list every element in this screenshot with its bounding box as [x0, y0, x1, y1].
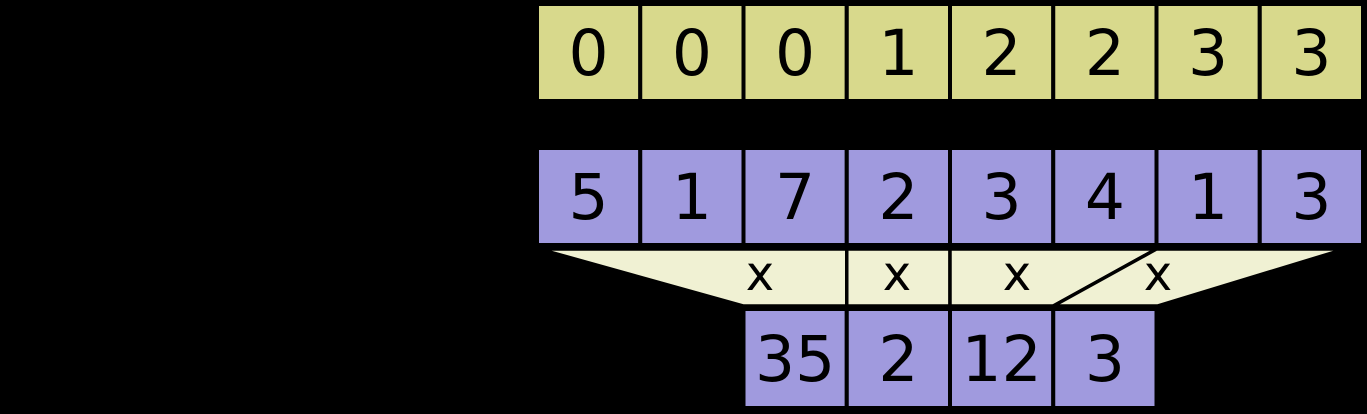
middle-row-cell-6 — [1154, 146, 1262, 247]
top-row-values: 0 0 0 1 2 2 3 3 — [569, 17, 1332, 90]
middle-row-value: 2 — [878, 161, 918, 234]
top-row-cell-0 — [535, 2, 643, 103]
operator-x: x — [746, 246, 774, 302]
bottom-row-cell-3 — [1051, 307, 1159, 410]
bottom-row-value: 12 — [962, 323, 1042, 396]
top-row — [535, 2, 1365, 103]
bottom-row-value: 3 — [1085, 323, 1125, 396]
top-row-value: 2 — [1085, 17, 1125, 90]
top-row-value: 3 — [1188, 17, 1228, 90]
top-row-cell-5 — [1051, 2, 1159, 103]
middle-row-value: 3 — [1291, 161, 1331, 234]
top-row-cell-6 — [1154, 2, 1262, 103]
top-row-cell-4 — [948, 2, 1056, 103]
middle-row-value: 1 — [1188, 161, 1228, 234]
middle-row — [535, 146, 1365, 247]
bottom-row-cell-2 — [948, 307, 1056, 410]
middle-row-cell-2 — [741, 146, 849, 247]
top-row-value: 1 — [878, 17, 918, 90]
top-row-value: 0 — [775, 17, 815, 90]
middle-row-cell-4 — [948, 146, 1056, 247]
bottom-row-value: 35 — [755, 323, 835, 396]
middle-row-cell-3 — [844, 146, 952, 247]
funnel-segment-3 — [1052, 247, 1346, 308]
top-row-value: 0 — [672, 17, 712, 90]
operator-group: x x x x — [746, 246, 1172, 302]
middle-row-cell-5 — [1051, 146, 1159, 247]
middle-row-values: 5 1 7 2 3 4 1 3 — [569, 161, 1332, 234]
operator-x: x — [1003, 246, 1031, 302]
top-row-cell-7 — [1257, 2, 1365, 103]
middle-row-value: 3 — [982, 161, 1022, 234]
middle-row-value: 7 — [775, 161, 815, 234]
top-row-value: 0 — [569, 17, 609, 90]
middle-row-cell-7 — [1257, 146, 1365, 247]
top-row-value: 2 — [982, 17, 1022, 90]
funnel-group — [538, 247, 1346, 308]
middle-row-value: 5 — [569, 161, 609, 234]
bottom-row-values: 35 2 12 3 — [755, 323, 1125, 396]
middle-row-cell-1 — [638, 146, 746, 247]
middle-row-value: 1 — [672, 161, 712, 234]
top-row-value: 3 — [1291, 17, 1331, 90]
bottom-row-cell-1 — [844, 307, 952, 410]
bottom-row-cell-0 — [741, 307, 849, 410]
bottom-row — [741, 307, 1159, 410]
operator-x: x — [883, 246, 911, 302]
operator-x: x — [1144, 246, 1172, 302]
bottom-row-value: 2 — [878, 323, 918, 396]
middle-row-value: 4 — [1085, 161, 1125, 234]
